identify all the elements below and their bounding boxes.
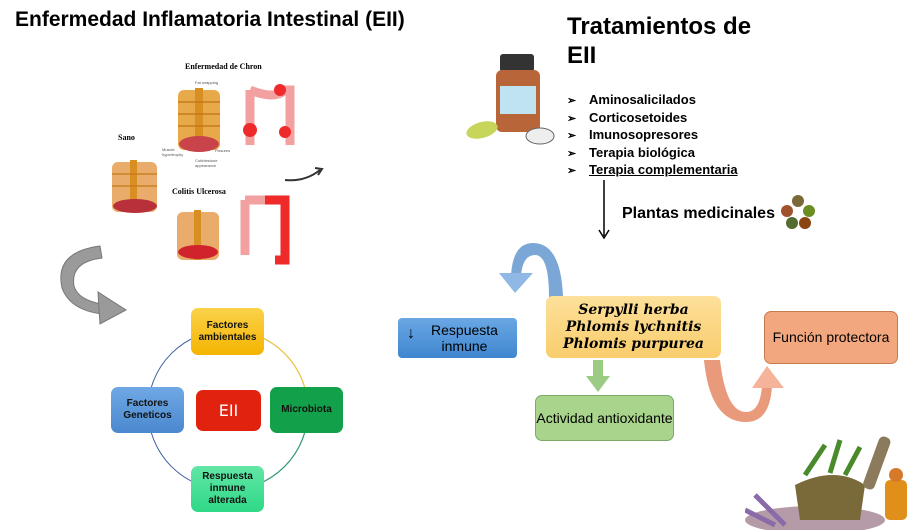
healthy-label: Sano — [118, 133, 135, 142]
annotation: Muscle hypertrophy — [162, 147, 184, 157]
healthy-segment-image — [112, 160, 157, 213]
treatment-item: ➢Corticosetoides — [567, 110, 738, 128]
colon-illustrations — [112, 84, 324, 265]
left-title: Enfermedad Inflamatoria Intestinal (EII) — [15, 8, 405, 31]
herbs-icon — [781, 195, 815, 229]
funcion-protectora-box: Función protectora — [764, 311, 898, 364]
uc-segment-image — [177, 210, 219, 260]
down-arrow-icon — [598, 180, 610, 240]
treatment-item: ➢Imunosopresores — [567, 127, 738, 145]
curved-arrow-orange-icon — [704, 360, 784, 422]
arrow-bullet-icon: ➢ — [567, 147, 577, 160]
down-arrow-icon: ↓ — [407, 325, 415, 342]
uc-colon-image — [240, 195, 290, 260]
annotation: Cobblestone appearance — [195, 158, 218, 168]
curved-arrow-blue-icon — [499, 243, 563, 297]
plant-species-box: Serpylli herba Phlomis lychnitis Phlomis… — [546, 296, 721, 358]
treatment-item: ➢Terapia biológica — [567, 145, 738, 163]
treatment-item: ➢Aminosalicilados — [567, 92, 738, 110]
microbiota-box: Microbiota — [270, 387, 343, 433]
arrow-bullet-icon: ➢ — [567, 112, 577, 125]
respuesta-inmune-box: ↓ Respuesta inmune — [398, 318, 517, 358]
down-arrow-green-icon — [586, 360, 610, 392]
species-name: Phlomis purpurea — [563, 335, 704, 352]
crohn-label: Enfermedad de Chron — [185, 62, 262, 71]
medicine-bottle-icon — [466, 54, 555, 145]
annotation: Fissures — [215, 148, 231, 153]
curved-arrow-gray-icon — [60, 245, 127, 325]
factor-ambientales-box: Factores ambientales — [191, 308, 264, 355]
crohn-segment-image — [178, 88, 220, 152]
herbs-mortar-image — [745, 436, 907, 530]
species-name: Serpylli herba — [578, 301, 689, 318]
arrow-icon — [284, 169, 321, 182]
respuesta-alterada-box: Respuesta inmune alterada — [191, 466, 264, 512]
arrow-bullet-icon: ➢ — [567, 95, 577, 107]
treatment-list: ➢Aminosalicilados ➢Corticosetoides ➢Imun… — [567, 92, 738, 180]
actividad-antioxidante-box: Actividad antioxidante — [535, 395, 674, 441]
factores-geneticos-box: Factores Geneticos — [111, 387, 184, 433]
uc-label: Colitis Ulcerosa — [172, 187, 226, 196]
annotation: Fat wrapping — [195, 80, 219, 85]
treatment-item: ➢Terapia complementaria — [567, 162, 738, 180]
arrow-bullet-icon: ➢ — [567, 165, 577, 177]
right-title: Tratamientos de EII — [567, 13, 752, 69]
eii-center-box: EII — [196, 390, 261, 431]
species-name: Phlomis lychnitis — [565, 318, 702, 335]
plantas-medicinales-label: Plantas medicinales — [622, 205, 775, 222]
arrow-bullet-icon: ➢ — [567, 130, 577, 142]
